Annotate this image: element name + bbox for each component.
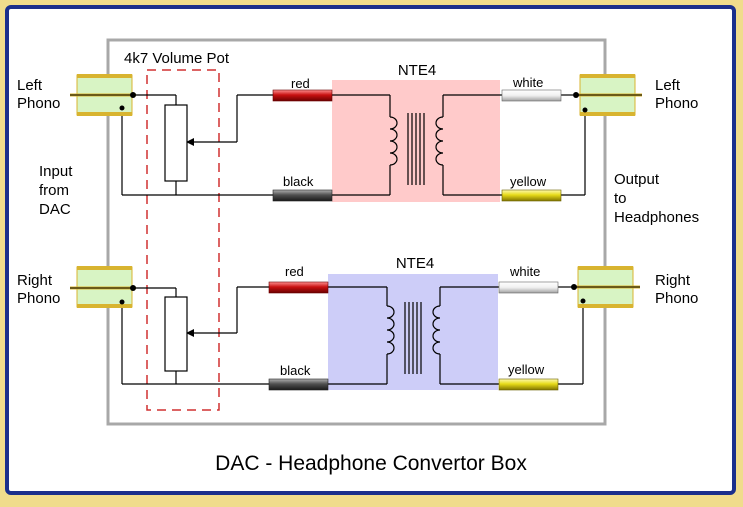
wire-black-bottom-label: black — [280, 363, 311, 378]
top-coils — [389, 113, 444, 185]
diagram-title: DAC - Headphone Convertor Box — [215, 452, 527, 475]
label-input-line3: DAC — [39, 201, 71, 218]
wire-yellow-top — [501, 189, 562, 202]
wiper-arrow-bottom — [186, 329, 194, 337]
label-input-line2: from — [39, 182, 69, 199]
transformer-bottom-label: NTE4 — [396, 255, 434, 272]
wire-red-top-label: red — [291, 76, 310, 91]
label-left-phono-line2: Phono — [17, 95, 60, 112]
wire-black-bottom — [268, 378, 329, 391]
label-output-line1: Output — [614, 171, 660, 188]
wire-red-bottom — [268, 281, 329, 294]
label-right-phono-line2: Phono — [17, 290, 60, 307]
phono-left-bottom — [70, 266, 136, 308]
wire-yellow-bottom-label: yellow — [508, 362, 545, 377]
wire-yellow-top-label: yellow — [510, 174, 547, 189]
label-output-line3: Headphones — [614, 209, 699, 226]
wire-white-bottom — [498, 281, 559, 294]
label-out-right-phono-line1: Right — [655, 272, 691, 289]
wire-red-bottom-label: red — [285, 264, 304, 279]
label-right-phono-line1: Right — [17, 272, 53, 289]
wire-black-top — [272, 189, 333, 202]
wire-white-bottom-label: white — [509, 264, 540, 279]
inner-panel — [5, 5, 736, 495]
phono-left-top — [70, 74, 136, 116]
phono-right-top — [573, 74, 642, 116]
label-output-line2: to — [614, 190, 627, 207]
phono-right-bottom — [571, 266, 640, 308]
wiper-arrow-top — [186, 138, 194, 146]
label-left-phono-line1: Left — [17, 77, 43, 94]
enclosure-box — [106, 38, 607, 426]
top-wiring — [121, 94, 586, 196]
label-out-right-phono-line2: Phono — [655, 290, 698, 307]
bottom-wiring — [121, 286, 584, 385]
label-input-line1: Input — [39, 163, 73, 180]
bottom-coils — [386, 302, 441, 374]
wire-white-top-label: white — [512, 75, 543, 90]
wire-black-top-label: black — [283, 174, 314, 189]
pot-top — [164, 104, 188, 182]
pot-bottom — [164, 296, 188, 372]
label-out-left-phono-line1: Left — [655, 77, 681, 94]
pot-region — [146, 69, 220, 411]
label-out-left-phono-line2: Phono — [655, 95, 698, 112]
transformer-top-label: NTE4 — [398, 62, 436, 79]
wire-red-top — [272, 89, 333, 102]
wire-yellow-bottom — [498, 378, 559, 391]
pot-label: 4k7 Volume Pot — [124, 50, 230, 67]
wire-white-top — [501, 89, 562, 102]
